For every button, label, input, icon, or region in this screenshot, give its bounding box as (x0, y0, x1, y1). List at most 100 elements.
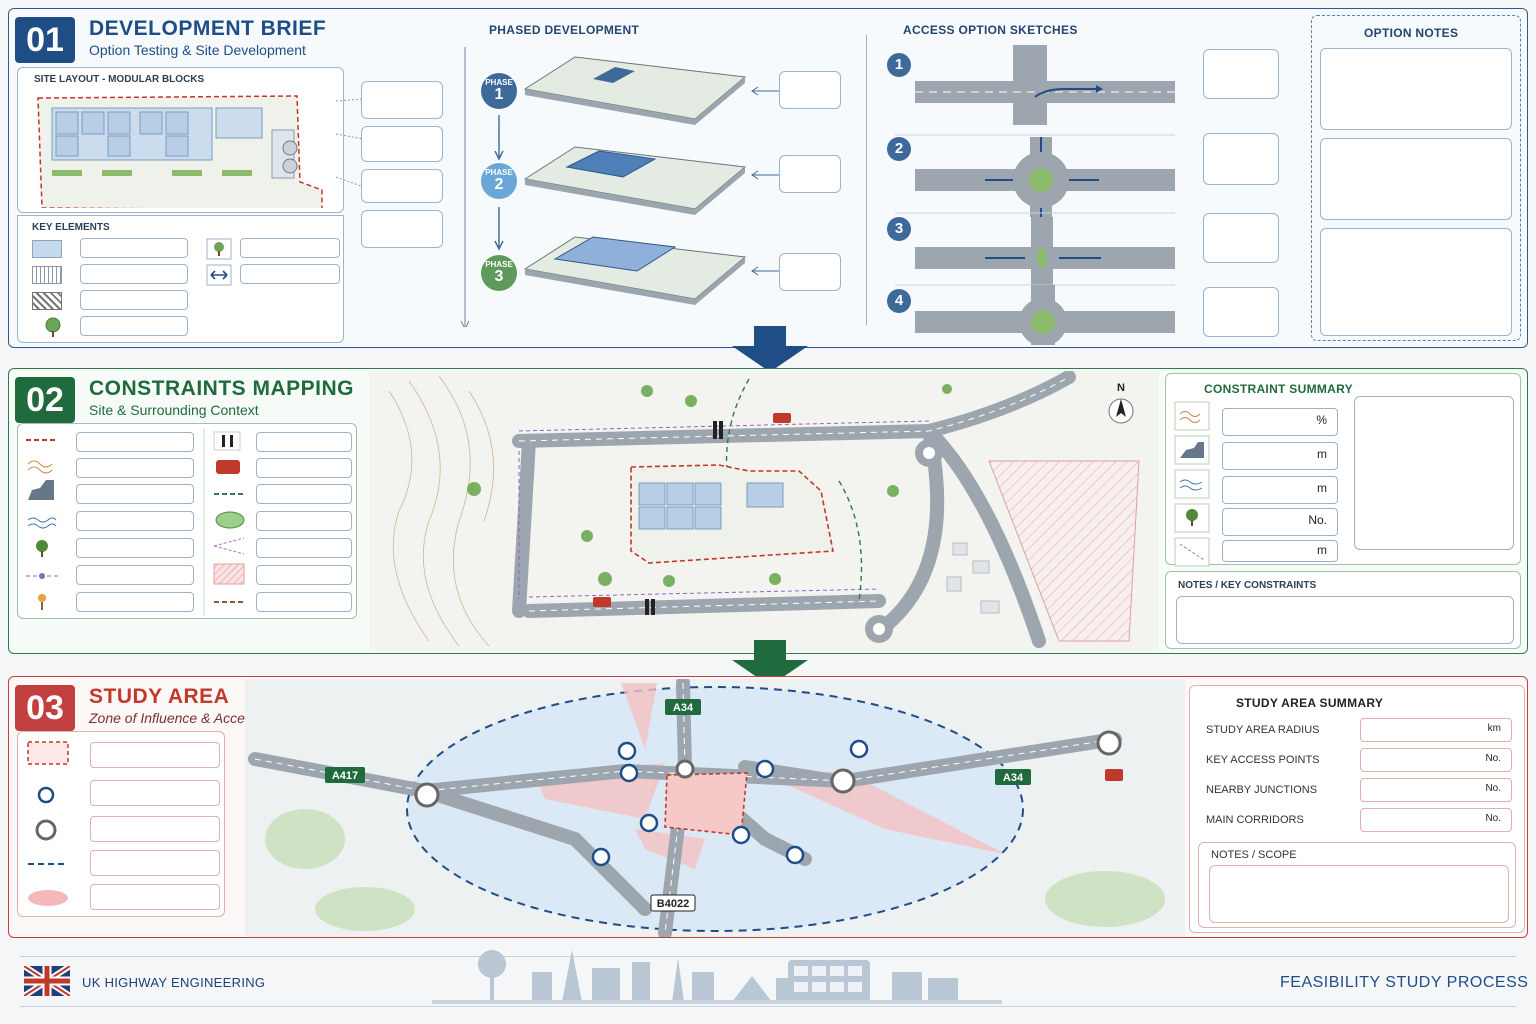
key-field-1[interactable] (80, 238, 188, 258)
tree-icon (45, 317, 61, 337)
layout-note-3[interactable] (361, 169, 443, 203)
summary-field-1[interactable]: % (1222, 408, 1338, 436)
summary-field-4[interactable]: No. (1222, 508, 1338, 536)
option-note-1[interactable] (1320, 48, 1512, 130)
legend-field-12[interactable] (256, 538, 352, 558)
constraints-map: N (369, 371, 1159, 651)
unit-label: % (1316, 413, 1327, 427)
flow-arrow-blue (732, 326, 808, 372)
legend-field-11[interactable] (256, 511, 352, 531)
divider (866, 35, 867, 325)
study-legend-field-4[interactable] (90, 850, 220, 876)
unit-label: m (1317, 447, 1327, 461)
access-note-2[interactable] (1203, 133, 1279, 185)
panel-title: DEVELOPMENT BRIEF (89, 17, 327, 40)
layout-note-2[interactable] (361, 126, 443, 162)
north-label: N (1117, 382, 1125, 394)
legend-field-2[interactable] (76, 458, 194, 478)
option-note-2[interactable] (1320, 138, 1512, 220)
access-note-4[interactable] (1203, 287, 1279, 337)
summary-row-label: MAIN CORRIDORS (1206, 814, 1304, 826)
key-field-4[interactable] (80, 316, 188, 336)
access-points-field[interactable]: No. (1360, 748, 1512, 772)
legend-field-7[interactable] (76, 592, 194, 612)
phase-number: 3 (494, 268, 504, 285)
panel-subtitle: Site & Surrounding Context (89, 402, 259, 418)
study-legend-field-5[interactable] (90, 884, 220, 910)
legend-field-9[interactable] (256, 458, 352, 478)
phase-1-note[interactable] (779, 71, 841, 109)
summary-field-3[interactable]: m (1222, 476, 1338, 504)
access-option-3-badge: 3 (887, 217, 911, 241)
study-legend-symbols (27, 741, 69, 906)
legend-field-5[interactable] (76, 538, 194, 558)
unit-label: m (1317, 481, 1327, 495)
uk-flag-icon (24, 966, 70, 996)
option-notes-box: OPTION NOTES (1311, 15, 1521, 341)
study-radius-field[interactable]: km (1360, 718, 1512, 742)
access-option-1-badge: 1 (887, 53, 911, 77)
corridors-field[interactable]: No. (1360, 808, 1512, 832)
site-layout-plan (37, 95, 323, 208)
legend-field-10[interactable] (256, 484, 352, 504)
phase-2-note[interactable] (779, 155, 841, 193)
unit-label: No. (1485, 813, 1501, 824)
panel-title: STUDY AREA (89, 685, 230, 708)
phase-plans (523, 56, 747, 305)
phase-note-arrows (751, 86, 785, 276)
key-field-2[interactable] (80, 264, 188, 284)
road-label-b4022: B4022 (657, 898, 689, 910)
legend-field-8[interactable] (256, 432, 352, 452)
legend-field-4[interactable] (76, 511, 194, 531)
key-field-3[interactable] (80, 290, 188, 310)
access-option-2-badge: 2 (887, 137, 911, 161)
panel-development-brief: 01 DEVELOPMENT BRIEF Option Testing & Si… (8, 8, 1528, 348)
junctions-field[interactable]: No. (1360, 778, 1512, 802)
phase-word: PHASE (485, 168, 513, 177)
summary-notes-area[interactable] (1354, 396, 1514, 550)
unit-label: No. (1308, 513, 1327, 527)
junction-sketches (895, 45, 1175, 345)
access-note-3[interactable] (1203, 213, 1279, 263)
footer-rule-bottom (20, 1006, 1516, 1007)
legend-symbols (26, 428, 246, 616)
study-summary-box: STUDY AREA SUMMARY STUDY AREA RADIUS km … (1189, 685, 1525, 933)
study-legend-field-2[interactable] (90, 780, 220, 806)
building-swatch (32, 240, 62, 258)
study-legend-field-1[interactable] (90, 742, 220, 768)
hardstanding-swatch (32, 292, 62, 310)
legend-field-13[interactable] (256, 565, 352, 585)
phase-3-note[interactable] (779, 253, 841, 291)
road-label-a417: A417 (332, 770, 358, 782)
key-constraints-field[interactable] (1176, 596, 1514, 644)
phase-arrows (494, 115, 504, 251)
summary-row-label: STUDY AREA RADIUS (1206, 724, 1320, 736)
key-field-6[interactable] (240, 264, 340, 284)
summary-field-2[interactable]: m (1222, 442, 1338, 470)
access-note-1[interactable] (1203, 49, 1279, 99)
constraints-legend (17, 423, 357, 619)
unit-label: No. (1485, 783, 1501, 794)
summary-row-label: KEY ACCESS POINTS (1206, 754, 1320, 766)
step-number-02: 02 (15, 377, 75, 423)
summary-field-5[interactable]: m (1222, 540, 1338, 562)
option-note-3[interactable] (1320, 228, 1512, 336)
legend-field-3[interactable] (76, 484, 194, 504)
flow-arrow-green (732, 640, 808, 686)
layout-note-1[interactable] (361, 81, 443, 119)
legend-field-1[interactable] (76, 432, 194, 452)
layout-note-4[interactable] (361, 210, 443, 248)
road-label-a34-top: A34 (673, 702, 694, 714)
key-field-5[interactable] (240, 238, 340, 258)
site-layout-label: SITE LAYOUT - MODULAR BLOCKS (34, 74, 205, 85)
scope-notes-field[interactable] (1209, 865, 1509, 923)
summary-icons (1174, 401, 1210, 567)
panel-subtitle: Option Testing & Site Development (89, 42, 306, 58)
unit-label: No. (1485, 753, 1501, 764)
study-legend-field-3[interactable] (90, 816, 220, 842)
legend-field-14[interactable] (256, 592, 352, 612)
legend-field-6[interactable] (76, 565, 194, 585)
phase-3-badge: PHASE 3 (481, 255, 517, 291)
key-constraints-label: NOTES / KEY CONSTRAINTS (1178, 580, 1317, 591)
access-option-4-badge: 4 (887, 289, 911, 313)
